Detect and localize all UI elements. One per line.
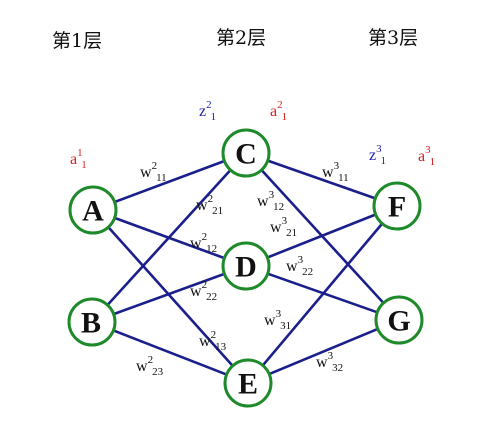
- weight-w2-22: w222: [190, 279, 217, 303]
- node-G: G: [374, 295, 424, 345]
- annotation-a2-1: a21: [270, 99, 287, 123]
- node-B-label: B: [81, 307, 101, 340]
- layer-title-3: 第3层: [368, 27, 418, 49]
- weight-w3-32: w332: [316, 350, 343, 374]
- node-F: F: [372, 181, 422, 231]
- node-A-label: A: [82, 195, 104, 228]
- node-G-label: G: [387, 305, 410, 338]
- edge-C-F: [266, 159, 377, 200]
- node-C: C: [221, 128, 271, 178]
- weight-w2-13: w213: [199, 329, 227, 353]
- node-E-circle: [223, 358, 273, 408]
- edge-B-D: [112, 272, 226, 316]
- weight-w3-11: w311: [322, 160, 349, 184]
- node-B: B: [67, 297, 117, 347]
- edge-B-E: [112, 329, 228, 376]
- weight-w2-21: w221: [196, 193, 223, 217]
- edges: [106, 159, 385, 376]
- weight-w2-11: w211: [140, 160, 167, 184]
- weight-w3-21: w321: [270, 215, 297, 239]
- node-A: A: [68, 185, 118, 235]
- nodes: A B C D E F G: [67, 128, 424, 408]
- weight-w3-22: w322: [286, 254, 313, 278]
- annotation-a1-1: a11: [70, 147, 87, 171]
- node-C-circle: [221, 128, 271, 178]
- edge-B-C: [106, 168, 232, 307]
- node-F-circle: [372, 181, 422, 231]
- edge-E-G: [267, 327, 380, 376]
- node-B-circle: [67, 297, 117, 347]
- edge-A-C: [113, 159, 226, 204]
- node-E: E: [223, 358, 273, 408]
- layer-title-1: 第1层: [52, 30, 102, 52]
- annotation-a3-1: a31: [418, 144, 435, 168]
- weight-w2-12: w212: [190, 231, 217, 255]
- annotation-z3-1: z31: [369, 143, 386, 167]
- node-G-circle: [374, 295, 424, 345]
- node-D: D: [221, 241, 271, 291]
- annotation-z2-1: z21: [199, 99, 216, 123]
- node-F-label: F: [388, 191, 406, 224]
- node-D-circle: [221, 241, 271, 291]
- node-A-circle: [68, 185, 118, 235]
- node-E-label: E: [238, 368, 258, 401]
- edge-E-F: [261, 222, 384, 367]
- edge-D-F: [266, 213, 377, 259]
- edge-A-E: [107, 225, 234, 368]
- weight-w2-23: w223: [136, 354, 164, 378]
- weight-w3-31: w331: [264, 308, 291, 332]
- weight-w3-12: w312: [257, 189, 284, 213]
- node-C-label: C: [235, 138, 257, 171]
- layer-title-2: 第2层: [216, 27, 266, 49]
- node-D-label: D: [235, 251, 257, 284]
